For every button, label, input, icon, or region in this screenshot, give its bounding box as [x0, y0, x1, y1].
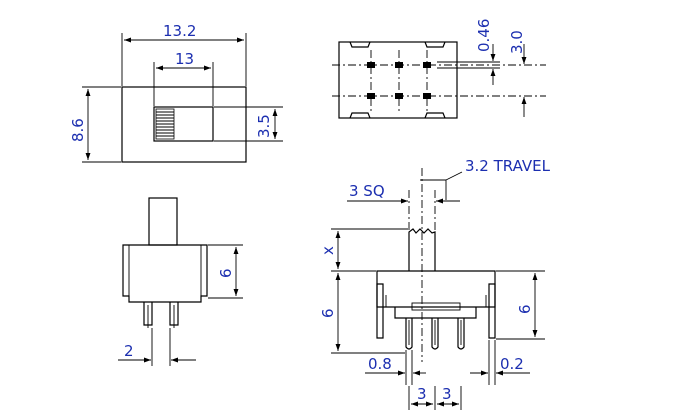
end-view: 6 2 — [118, 197, 243, 366]
dim-travel: 3.2 TRAVEL — [465, 157, 551, 175]
dim-pin-width: 2 — [124, 342, 134, 360]
dim-actuator-height: x — [319, 246, 337, 255]
dim-height: 8.6 — [69, 118, 87, 142]
dim-overall-width: 13.2 — [163, 22, 196, 40]
top-view: 13.2 13 8.6 3.5 — [69, 22, 283, 163]
dim-pin-pitch-1: 3 — [417, 385, 427, 403]
dim-actuator-size: 3 SQ — [349, 182, 385, 200]
dim-slot-height: 3.5 — [255, 114, 273, 138]
back-view: 0.46 3.0 — [332, 19, 546, 119]
dim-end-body-height: 6 — [217, 268, 235, 278]
dim-side-body-height-left: 6 — [319, 308, 337, 318]
knob-hatch — [155, 108, 175, 140]
top-view-slot — [153, 106, 214, 142]
dim-pin-diameter: 0.46 — [475, 19, 493, 52]
dim-row-pitch: 3.0 — [508, 30, 526, 54]
dim-slot-width: 13 — [175, 50, 194, 68]
dim-pin-thickness: 0.8 — [368, 355, 392, 373]
dim-pin-pitch-2: 3 — [442, 385, 452, 403]
top-view-body — [121, 86, 247, 163]
pin-holes — [367, 62, 431, 99]
dim-lug-thickness: 0.2 — [500, 355, 524, 373]
back-view-body — [338, 41, 458, 119]
dim-side-body-height-right: 6 — [516, 304, 534, 314]
side-view: 3 SQ 3.2 TRAVEL x 6 6 0.8 0.2 — [319, 157, 551, 410]
